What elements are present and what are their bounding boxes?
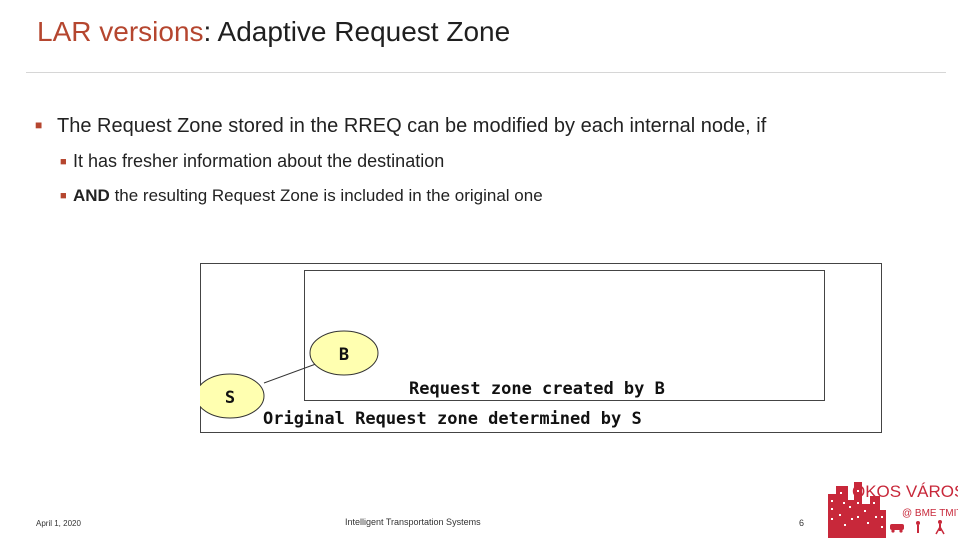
footer-course: Intelligent Transportation Systems (345, 517, 481, 527)
logo-title: OKOS VÁROS (852, 482, 958, 501)
request-zone-diagram: B S Request zone created by B Original R… (200, 263, 882, 433)
logo-subtitle: @ BME TMIT (902, 508, 958, 519)
node-s (200, 373, 265, 419)
label-zone-s: Original Request zone determined by S (263, 409, 642, 429)
title-divider (26, 72, 946, 73)
slide-title-rest: : Adaptive Request Zone (203, 16, 511, 47)
bullet-main-text: The Request Zone stored in the RREQ can … (57, 115, 767, 137)
request-zone-svg: B S Request zone created by B Original R… (200, 263, 882, 433)
bullet-sub-2: ■ AND the resulting Request Zone is inclu… (60, 184, 543, 208)
bullet-square-icon: ■ (60, 156, 67, 168)
bullet-main: ■ The Request Zone stored in the RREQ can… (35, 112, 766, 139)
footer-page-number: 6 (799, 518, 805, 528)
link-s-b (263, 360, 325, 384)
label-zone-b: Request zone created by B (409, 379, 665, 399)
bullet-sub-1: ■ It has fresher information about the de… (60, 149, 444, 174)
slide-title: LAR versions: Adaptive Request Zone (37, 14, 510, 50)
bullet-sub-1-text: It has fresher information about the des… (73, 151, 445, 171)
slide-title-accent: LAR versions (37, 16, 204, 47)
footer-date: April 1, 2020 (36, 519, 81, 528)
city-skyline-icon: OKOS VÁROS @ BME TMIT (828, 482, 960, 538)
bullet-square-icon: ■ (35, 118, 43, 132)
node-s-label: S (225, 388, 235, 408)
bullet-sub-2-bold: AND (73, 186, 110, 205)
node-b-label: B (339, 345, 349, 365)
bullet-square-icon: ■ (60, 190, 67, 202)
node-b (309, 330, 379, 376)
bullet-sub-2-text: the resulting Request Zone is included i… (109, 186, 543, 205)
okos-varos-logo: OKOS VÁROS @ BME TMIT (822, 472, 960, 540)
request-zone-by-b (304, 270, 825, 401)
